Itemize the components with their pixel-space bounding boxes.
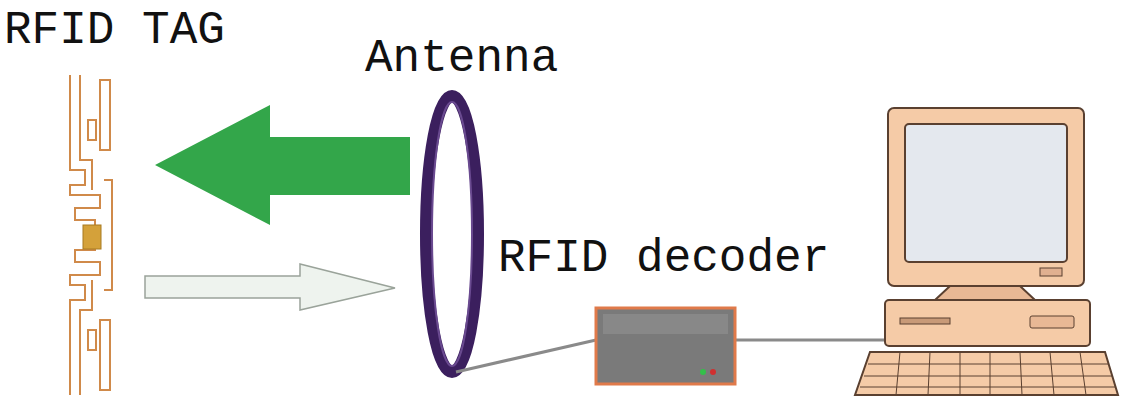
- wire: [735, 339, 885, 342]
- led: [700, 369, 706, 375]
- rfid-tag: [70, 75, 112, 395]
- wire: [456, 340, 596, 372]
- antenna-inner: [432, 102, 472, 366]
- led: [710, 369, 716, 375]
- computer: [855, 108, 1118, 395]
- tag-label: RFID TAG: [4, 8, 225, 54]
- antenna-loop: [426, 96, 478, 372]
- decoder-label: RFID decoder: [498, 236, 829, 282]
- tag-chip: [83, 225, 101, 249]
- decoder-box: [596, 308, 735, 384]
- antenna-label: Antenna: [365, 36, 558, 82]
- green-arrow: [155, 105, 410, 225]
- decoder-panel: [603, 314, 728, 334]
- white-arrow: [145, 264, 395, 310]
